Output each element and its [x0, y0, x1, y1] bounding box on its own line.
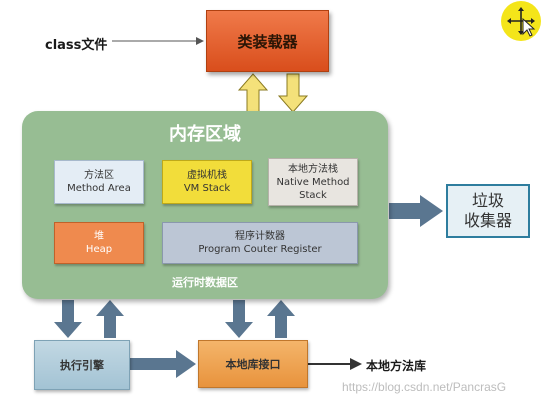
runtime-to-gc-arrow — [389, 195, 443, 227]
exec-to-runtime-up-arrow — [96, 300, 124, 338]
exec-to-native-arrow — [130, 350, 196, 378]
native-stack-en2: Stack — [299, 189, 327, 201]
runtime-to-native-down-arrow — [225, 300, 253, 338]
heap-en: Heap — [85, 244, 113, 255]
pc-register-en: Program Couter Register — [198, 244, 322, 255]
native-lib-arrow — [308, 358, 362, 370]
vm-stack-box: 虚拟机栈 VM Stack — [162, 160, 252, 204]
runtime-caption: 运行时数据区 — [172, 276, 238, 289]
watermark: https://blog.csdn.net/PancrasG — [342, 380, 507, 394]
class-file-label: class文件 — [45, 38, 108, 53]
execution-engine-label: 执行引擎 — [60, 359, 104, 372]
native-library-label: 本地方法库 — [366, 359, 427, 373]
heap-box: 堆 Heap — [54, 222, 144, 264]
vm-stack-zh: 虚拟机栈 — [187, 170, 227, 181]
method-area-en: Method Area — [67, 183, 131, 194]
native-interface-box: 本地库接口 — [198, 340, 308, 388]
native-stack-en1: Native Method — [276, 176, 350, 188]
vm-stack-en: VM Stack — [183, 183, 231, 194]
pc-register-zh: 程序计数器 — [235, 231, 285, 242]
runtime-to-exec-down-arrow — [54, 300, 82, 338]
native-to-runtime-up-arrow — [267, 300, 295, 338]
garbage-collector-box: 垃圾 收集器 — [446, 184, 530, 238]
method-area-box: 方法区 Method Area — [54, 160, 144, 204]
class-loader-box: 类装载器 — [206, 10, 329, 72]
method-area-zh: 方法区 — [84, 170, 114, 181]
loader-to-runtime-up-arrow — [237, 73, 269, 113]
loader-to-runtime-down-arrow — [277, 73, 309, 113]
native-method-stack-box: 本地方法栈 Native Method Stack — [268, 158, 358, 206]
native-interface-label: 本地库接口 — [225, 358, 281, 371]
class-loader-label: 类装载器 — [237, 32, 298, 51]
pc-register-box: 程序计数器 Program Couter Register — [162, 222, 358, 264]
move-cursor-icon — [501, 1, 541, 41]
heap-zh: 堆 — [94, 231, 104, 242]
execution-engine-box: 执行引擎 — [34, 340, 130, 390]
gc-line2: 收集器 — [463, 211, 512, 230]
runtime-title: 内存区域 — [169, 124, 241, 145]
native-stack-zh: 本地方法栈 — [288, 163, 338, 175]
gc-line1: 垃圾 — [471, 191, 504, 210]
class-file-arrow — [112, 37, 204, 45]
